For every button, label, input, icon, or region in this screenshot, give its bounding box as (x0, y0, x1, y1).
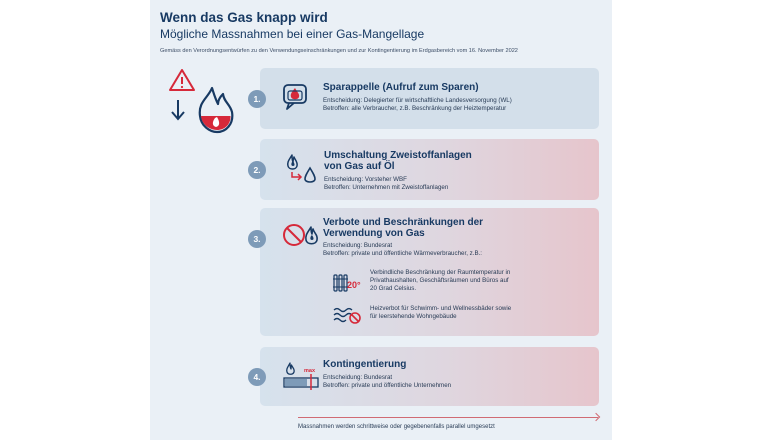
step-number-badge: 2. (248, 161, 266, 179)
example-text: Verbindliche Beschränkung der Raumtemper… (370, 269, 510, 293)
temperature-badge: 20° (347, 280, 361, 290)
step-card-3: 3. Verbote und Beschränkungen der Verwen… (248, 208, 599, 336)
example-line: 20 Grad Celsius. (370, 285, 417, 292)
flame-max-gauge-icon (283, 362, 319, 390)
example-line: Heizverbot für Schwimm- und Wellnessbäde… (370, 305, 512, 312)
step-title: Kontingentierung (323, 359, 407, 370)
pool-prohibited-icon (333, 307, 361, 324)
step-card-4: 4. max Kontingentierung Entscheidung: Bu… (248, 347, 599, 406)
step-number-badge: 3. (248, 230, 266, 248)
step-title-line: Umschaltung Zweistoffanlagen (324, 150, 472, 161)
step-title-line: Verbote und Beschränkungen der (323, 217, 484, 228)
example-line: Verbindliche Beschränkung der Raumtemper… (370, 269, 511, 276)
step-title-line: von Gas auf Öl (324, 161, 395, 172)
step-affected: Betroffen: private und öffentliche Unter… (323, 382, 452, 389)
gas-warning-icon (169, 69, 234, 134)
example-text: Heizverbot für Schwimm- und Wellnessbäde… (370, 305, 511, 321)
speech-bubble-flame-icon (283, 84, 307, 110)
step-decision: Entscheidung: Bundesrat (323, 242, 393, 249)
no-flame-icon (283, 224, 318, 246)
arrow-head-icon (591, 412, 601, 422)
step-title-line: Verwendung von Gas (323, 228, 425, 239)
footer-note: Massnahmen werden schrittweise oder gege… (298, 424, 495, 430)
step-affected: Betroffen: alle Verbraucher, z.B. Beschr… (323, 105, 507, 112)
step-decision: Entscheidung: Vorsteher WBF (324, 176, 407, 183)
step-number-badge: 1. (248, 90, 266, 108)
example-line: Privathaushalten, Geschäftsräumen und Bü… (370, 277, 509, 284)
page-subtitle: Mögliche Massnahmen bei einer Gas-Mangel… (160, 27, 425, 41)
step-card-2: 2. Umschaltung Zweistoffanlagen von Gas … (248, 139, 599, 200)
step-affected: Betroffen: Unternehmen mit Zweistoffanla… (324, 184, 449, 191)
source-note: Gemäss den Verordnungsentwürfen zu den V… (160, 48, 518, 54)
step-number-badge: 4. (248, 368, 266, 386)
timeline-arrow (298, 417, 598, 418)
page-title: Wenn das Gas knapp wird (160, 10, 328, 25)
infographic-sheet: Wenn das Gas knapp wird Mögliche Massnah… (150, 0, 612, 440)
step-title: Verbote und Beschränkungen der Verwendun… (323, 217, 483, 239)
step-title: Sparappelle (Aufruf zum Sparen) (323, 82, 479, 93)
step-decision: Entscheidung: Delegierter für wirtschaft… (323, 97, 512, 104)
radiator-icon (333, 274, 348, 292)
gauge-max-label: max (304, 368, 316, 374)
step-title: Umschaltung Zweistoffanlagen von Gas auf… (324, 150, 472, 172)
flame-to-oil-drop-icon (287, 154, 316, 183)
step-affected: Betroffen: private und öffentliche Wärme… (323, 250, 483, 257)
step-decision: Entscheidung: Bundesrat (323, 374, 393, 381)
example-line: für leerstehende Wohngebäude (370, 313, 457, 320)
step-card-1: 1. Sparappelle (Aufruf zum Sparen) Entsc… (248, 68, 599, 129)
